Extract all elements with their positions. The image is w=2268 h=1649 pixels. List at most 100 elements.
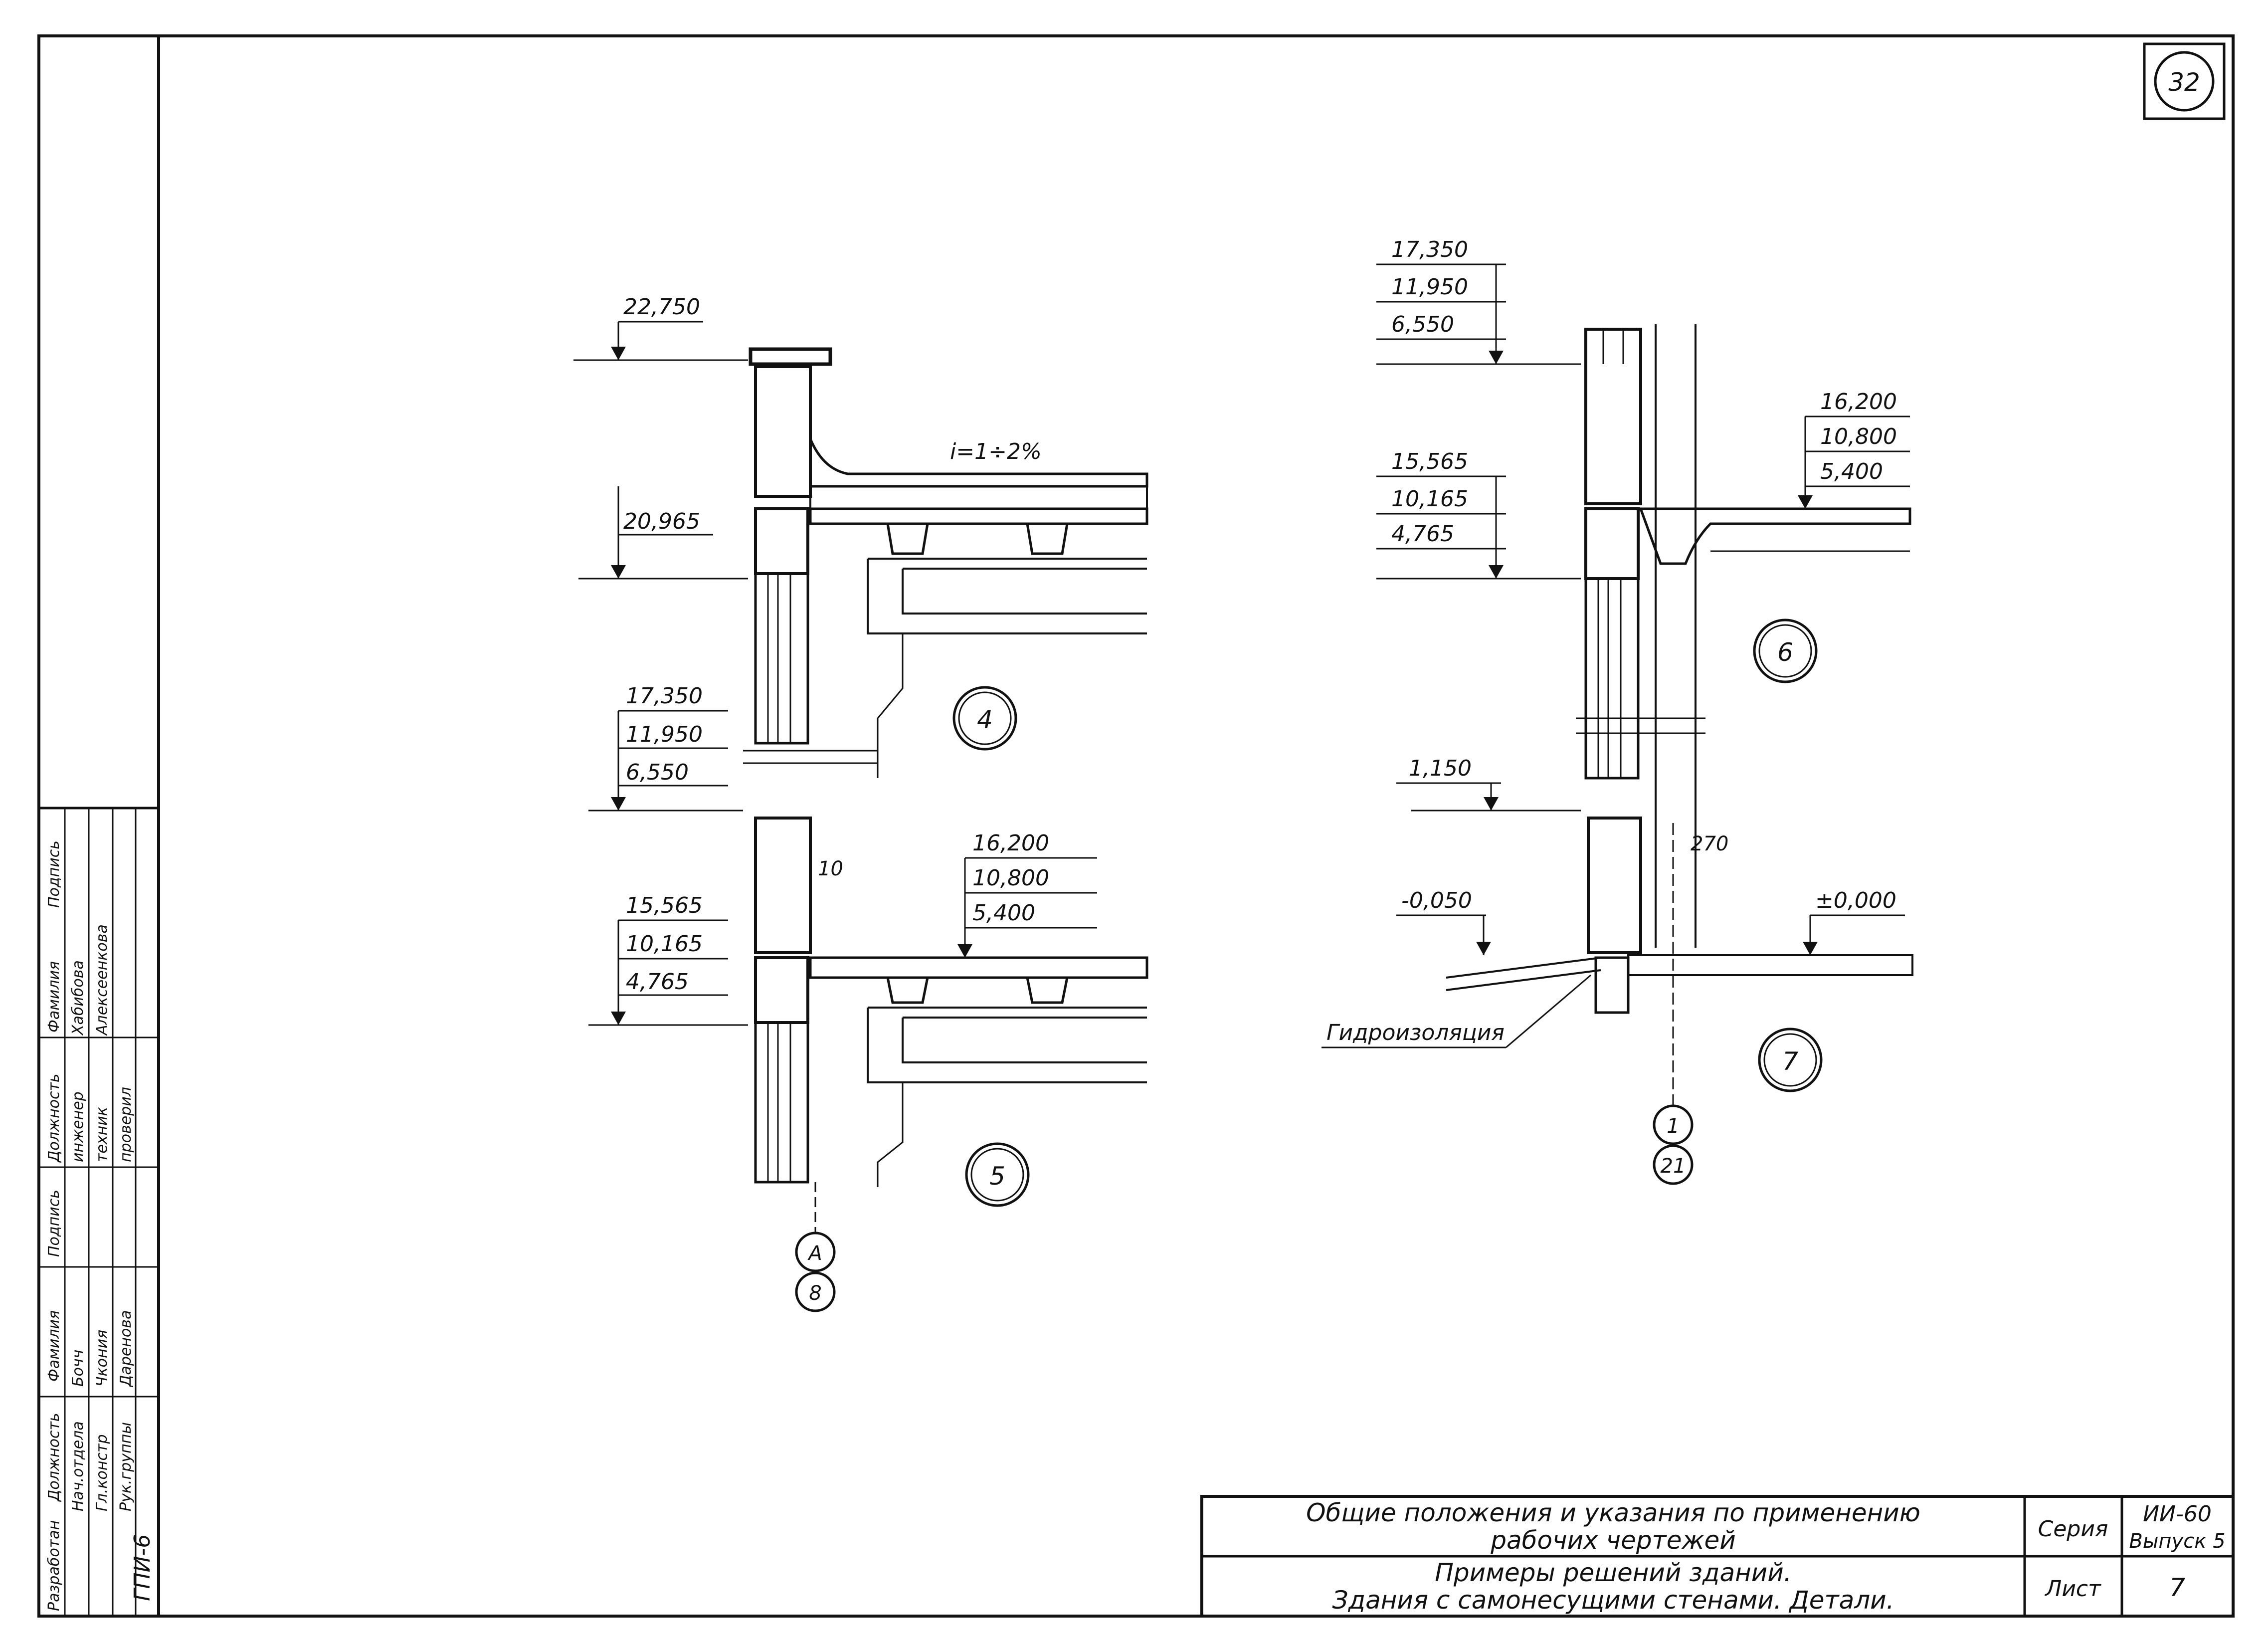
svg-text:11,950: 11,950 (1391, 274, 1468, 300)
title-line-4: Здания с самонесущими стенами. Детали. (1332, 1586, 1894, 1615)
issue-value: Выпуск 5 (2129, 1530, 2225, 1553)
parapet-block (754, 365, 812, 498)
ground-slab-7 (1627, 954, 1913, 976)
detail-callout-5: 5 (965, 1142, 1030, 1207)
svg-text:10,165: 10,165 (1391, 486, 1468, 512)
outer-frame (37, 34, 2235, 1618)
wall-beam-6 (1584, 507, 1640, 580)
detail-callout-4: 4 (952, 686, 1017, 751)
title-block: Общие положения и указания по применению… (1200, 1495, 2235, 1618)
svg-text:Алексеенкова: Алексеенкова (93, 924, 111, 1036)
detail-callout-6: 6 (1753, 618, 1818, 683)
wall-block-mid (754, 817, 812, 954)
axis-label-21: 21 (1661, 1155, 1686, 1178)
floor-slab-5-ribs (886, 977, 1069, 1004)
axis-label-a: А (807, 1242, 822, 1265)
svg-text:Нач.отдела: Нач.отдела (69, 1421, 87, 1511)
window-upper (754, 572, 809, 745)
stamp-org: ГПИ-6 (130, 1534, 155, 1601)
stamp-header-developed: Разработан (45, 1520, 63, 1611)
svg-text:22,750: 22,750 (623, 294, 700, 320)
axis-marker-1 (1653, 1104, 1694, 1145)
axis-marker-21 (1653, 1144, 1694, 1185)
svg-text:5: 5 (989, 1162, 1005, 1191)
stamp-header-surname: Фамилия (45, 1310, 63, 1382)
svg-text:7: 7 (1782, 1047, 1798, 1076)
wall-block-7 (1587, 817, 1642, 954)
wall-block-6 (1584, 328, 1642, 505)
svg-text:10,800: 10,800 (1820, 424, 1897, 449)
svg-text:4,765: 4,765 (1391, 521, 1454, 547)
stamp-header-signature: Подпись (45, 1190, 63, 1257)
axis-label-1: 1 (1667, 1115, 1679, 1138)
svg-text:1,150: 1,150 (1409, 756, 1472, 781)
roof-slope-label: i=1÷2% (950, 439, 1042, 464)
roof-slab (809, 507, 1148, 525)
series-value: ИИ-60 (2143, 1501, 2212, 1527)
detail-6-7-section: 1 21 17,350 11,950 6,550 15,565 10,165 4… (1322, 237, 1913, 1185)
svg-text:16,200: 16,200 (1820, 389, 1897, 414)
parapet-cap (749, 347, 832, 366)
svg-text:6,550: 6,550 (626, 760, 689, 785)
svg-text:проверил: проверил (117, 1087, 135, 1162)
approval-stamp: Разработан Должность Фамилия Подпись ГПИ… (37, 807, 160, 1618)
svg-text:17,350: 17,350 (1391, 237, 1468, 262)
svg-text:Гл.констр: Гл.констр (93, 1434, 111, 1511)
roof-screed (809, 438, 1148, 488)
floor-slab-5 (809, 956, 1148, 979)
svg-text:5,400: 5,400 (1820, 459, 1883, 484)
svg-text:11,950: 11,950 (626, 722, 703, 747)
window-lower (754, 1021, 809, 1184)
series-label: Серия (2038, 1516, 2108, 1542)
svg-text:Рук.группы: Рук.группы (117, 1422, 135, 1511)
level-mark-top: 20,965 (578, 486, 748, 580)
level-marks-slab-5: 16,200 10,800 5,400 (957, 830, 1097, 958)
level-marks-window: 17,350 11,950 6,550 (588, 683, 743, 812)
svg-text:10,165: 10,165 (626, 931, 703, 957)
foundation-7 (1594, 956, 1630, 1014)
title-line-2: рабочих чертежей (1490, 1526, 1736, 1555)
wall-beam-top (754, 507, 809, 575)
svg-text:техник: техник (93, 1107, 111, 1162)
svg-text:4: 4 (977, 705, 993, 734)
level-marks-floor: 15,565 10,165 4,765 (588, 893, 748, 1026)
title-line-1: Общие положения и указания по применению (1306, 1498, 1920, 1527)
axis-marker-top (795, 1232, 836, 1272)
waterproofing-label: Гидроизоляция (1322, 974, 1591, 1048)
level-mark-roof: 22,750 (573, 294, 748, 361)
axis-marker-bottom (795, 1271, 836, 1312)
svg-text:6,550: 6,550 (1391, 312, 1454, 337)
level-mark-zero: ±0,000 (1803, 888, 1905, 955)
wall-beam-bottom (754, 956, 809, 1024)
svg-text:20,965: 20,965 (623, 509, 700, 534)
slab-6 (1639, 507, 1911, 565)
svg-text:15,565: 15,565 (626, 893, 703, 918)
dim-10: 10 (818, 857, 843, 880)
detail-4-5-section: А 8 22,750 20,965 i=1÷2% 17,350 11,950 (573, 294, 1148, 1312)
svg-text:Хабибова: Хабибова (69, 960, 87, 1036)
svg-text:17,350: 17,350 (626, 683, 703, 709)
svg-text:±0,000: ±0,000 (1815, 888, 1896, 913)
svg-text:-0,050: -0,050 (1401, 888, 1472, 913)
stamp-header-position: Должность (45, 1413, 63, 1502)
svg-text:5,400: 5,400 (972, 900, 1035, 926)
level-mark-ground: -0,050 (1396, 888, 1491, 955)
level-marks-floor-6: 15,565 10,165 4,765 (1376, 449, 1581, 580)
dim-270: 270 (1691, 832, 1728, 855)
svg-text:15,565: 15,565 (1391, 449, 1468, 474)
sheet-value: 7 (2169, 1573, 2185, 1602)
svg-text:инженер: инженер (69, 1091, 87, 1162)
svg-text:Бочч: Бочч (69, 1350, 87, 1387)
level-marks-window-6: 17,350 11,950 6,550 (1376, 237, 1581, 365)
svg-text:10,800: 10,800 (972, 865, 1049, 891)
svg-text:Даренова: Даренова (117, 1310, 135, 1388)
svg-text:Подпись: Подпись (45, 840, 63, 908)
sheet-number: 32 (2168, 68, 2200, 97)
svg-text:Чкония: Чкония (93, 1330, 111, 1387)
level-marks-slab-6: 16,200 10,800 5,400 (1798, 389, 1910, 509)
roof-insulation (809, 485, 1148, 510)
svg-text:4,765: 4,765 (626, 969, 689, 995)
svg-text:Гидроизоляция: Гидроизоляция (1326, 1020, 1505, 1045)
sheet-number-box: 32 (2143, 42, 2226, 120)
